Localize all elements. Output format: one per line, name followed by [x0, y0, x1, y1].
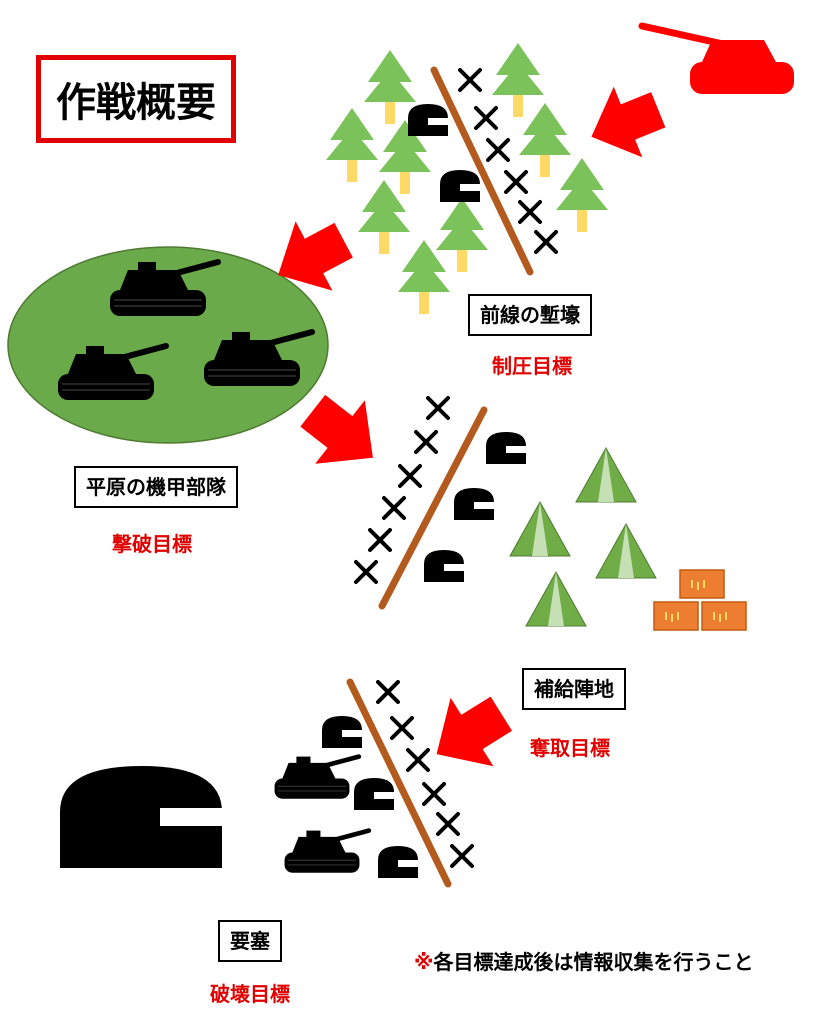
tank-icon — [285, 831, 369, 873]
barbed-wire-icon — [382, 496, 406, 520]
objective-trench: 制圧目標 — [492, 354, 572, 378]
tent-icon — [595, 523, 657, 579]
barbed-wire-icon — [376, 680, 400, 704]
tree-icon — [436, 198, 488, 272]
supply-crate-icon — [701, 601, 747, 631]
fortress-icon[interactable] — [60, 766, 222, 868]
tree-icon — [398, 240, 450, 314]
bunker-icon — [378, 846, 420, 878]
objective-supply: 奪取目標 — [530, 736, 610, 760]
bunker-icon — [486, 432, 528, 464]
barbed-wire-icon — [426, 396, 450, 420]
barbed-wire-icon — [368, 528, 392, 552]
barbed-wire-icon — [422, 782, 446, 806]
trench-line — [378, 406, 488, 610]
tree-icon — [519, 103, 571, 177]
barbed-wire-icon — [390, 716, 414, 740]
bunker-icon — [440, 170, 482, 202]
page-title: 作戦概要 — [36, 55, 236, 143]
barbed-wire-icon — [504, 170, 528, 194]
trench-line — [430, 66, 534, 276]
barbed-wire-icon — [398, 464, 422, 488]
arrow-icon — [577, 74, 673, 173]
enemy-tank-icon — [638, 22, 794, 94]
bunker-icon — [408, 104, 450, 136]
bunker-icon — [424, 550, 466, 582]
note-mark: ※ — [414, 950, 434, 974]
target-label-trench[interactable]: 前線の塹壕 — [468, 294, 592, 336]
barbed-wire-icon — [406, 748, 430, 772]
bunker-icon — [322, 716, 364, 748]
objective-armor: 撃破目標 — [112, 532, 192, 556]
tank-icon — [275, 757, 359, 799]
barbed-wire-icon — [486, 138, 510, 162]
target-label-fortress[interactable]: 要塞 — [218, 920, 282, 962]
tree-icon — [326, 108, 378, 182]
tree-icon — [556, 158, 608, 232]
supply-crate-icon — [653, 601, 699, 631]
barbed-wire-icon — [436, 812, 460, 836]
fortress-gate — [160, 808, 224, 826]
barbed-wire-icon — [458, 68, 482, 92]
bunker-icon — [454, 488, 496, 520]
arrow-icon — [415, 679, 523, 789]
target-label-supply[interactable]: 補給陣地 — [522, 668, 626, 710]
barbed-wire-icon — [450, 844, 474, 868]
tent-icon — [509, 501, 571, 557]
barbed-wire-icon — [534, 230, 558, 254]
barbed-wire-icon — [354, 560, 378, 584]
supply-crate-icon — [679, 569, 725, 599]
tent-icon — [575, 447, 637, 503]
barbed-wire-icon — [474, 106, 498, 130]
barbed-wire-icon — [414, 430, 438, 454]
note-text: 各目標達成後は情報収集を行うこと — [433, 950, 754, 974]
tree-icon — [492, 43, 544, 117]
target-label-armor[interactable]: 平原の機甲部隊 — [74, 466, 238, 508]
tent-icon — [525, 571, 587, 627]
barbed-wire-icon — [518, 200, 542, 224]
trench-line — [346, 678, 452, 888]
bunker-icon — [354, 778, 396, 810]
objective-fortress: 破壊目標 — [210, 982, 290, 1006]
tree-icon — [364, 50, 416, 124]
footnote: ※各目標達成後は情報収集を行うこと — [414, 946, 753, 975]
